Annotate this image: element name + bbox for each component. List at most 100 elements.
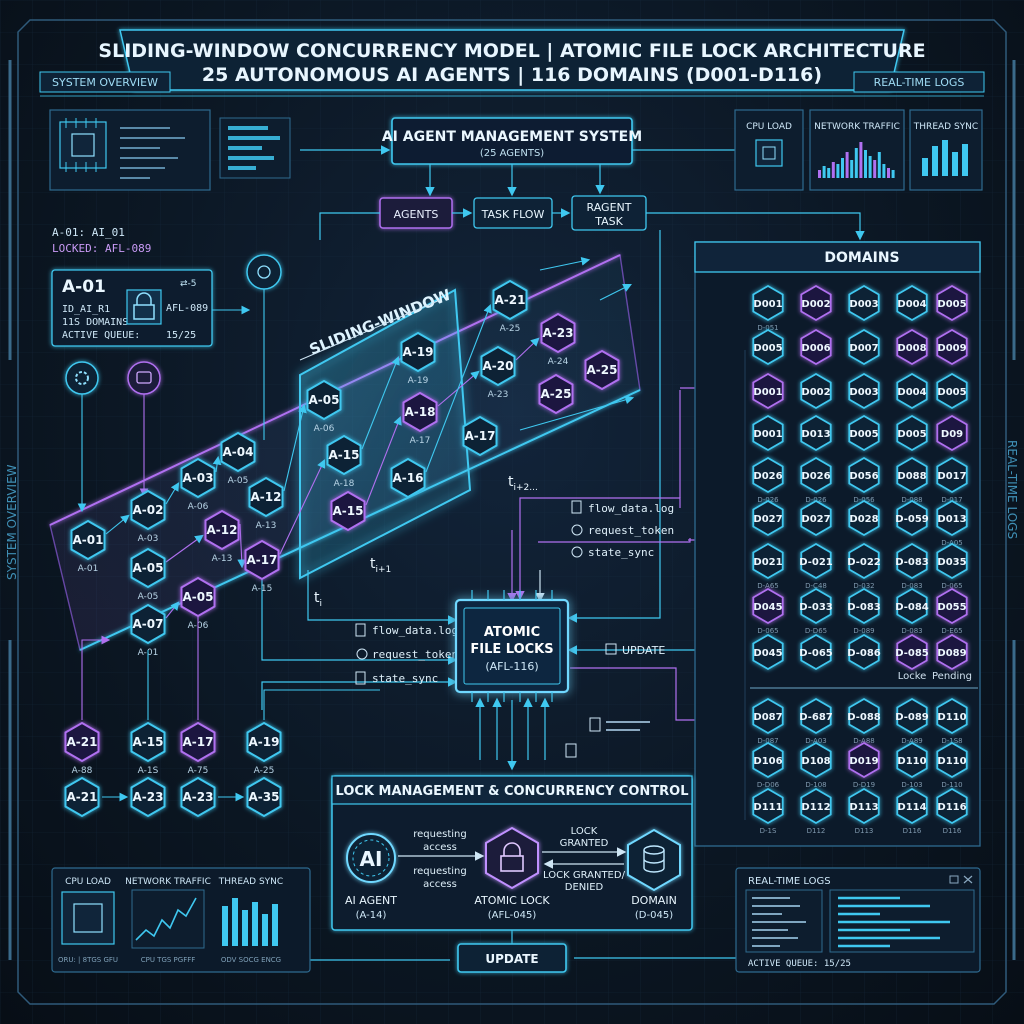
domain-label: D106 bbox=[753, 756, 782, 767]
cpu-chip-icon bbox=[62, 892, 114, 944]
domain-node[interactable]: D09 bbox=[937, 416, 966, 450]
domain-node[interactable]: D007 bbox=[849, 330, 878, 364]
agent-hex-label: A-07 bbox=[133, 617, 164, 631]
domain-node[interactable]: D003 bbox=[849, 286, 878, 320]
domain-sub: D116 bbox=[903, 827, 922, 835]
domain-label: D026 bbox=[801, 471, 830, 482]
bottom-agent-node[interactable]: A-35 bbox=[248, 778, 281, 816]
header-title: SLIDING-WINDOW CONCURRENCY MODEL | ATOMI… bbox=[98, 40, 925, 62]
domain-sub: D113 bbox=[855, 827, 874, 835]
domain-node[interactable]: D004 bbox=[897, 374, 926, 408]
management-title: AI AGENT MANAGEMENT SYSTEM bbox=[382, 129, 642, 145]
domain-node[interactable]: D027 bbox=[753, 501, 782, 535]
agent-hex-sub: A-1S bbox=[138, 766, 159, 776]
domain-label: D002 bbox=[801, 387, 830, 398]
agent-node[interactable]: A-15 bbox=[332, 492, 365, 530]
agent-hex-sub: A-75 bbox=[188, 766, 209, 776]
atomic-file-locks-core[interactable]: ATOMIC FILE LOCKS (AFL-116) bbox=[456, 590, 568, 702]
robot-icon bbox=[128, 362, 160, 394]
agent-node[interactable]: A-17 bbox=[464, 417, 497, 455]
bottom-agent-node[interactable]: A-23 bbox=[132, 778, 165, 816]
core-title-2: FILE LOCKS bbox=[470, 642, 553, 657]
network-bar bbox=[818, 170, 821, 178]
agent-hex-label: A-21 bbox=[495, 293, 526, 307]
domain-node[interactable]: D013 bbox=[801, 416, 830, 450]
domain-node[interactable]: D002 bbox=[801, 374, 830, 408]
agent-hex-label: A-03 bbox=[183, 471, 214, 485]
domain-node[interactable]: D002 bbox=[801, 286, 830, 320]
domain-node[interactable]: D028 bbox=[849, 501, 878, 535]
file-request-token-lower: request_token bbox=[372, 648, 458, 661]
agent-hex-sub: A-19 bbox=[408, 376, 429, 386]
network-node-icon bbox=[247, 255, 281, 289]
agent-card[interactable]: A-01 ID_AI_R1 11S DOMAINS ACTIVE QUEUE: … bbox=[52, 270, 212, 346]
domain-label: D001 bbox=[753, 429, 782, 440]
agent-hex-label: A-04 bbox=[223, 445, 254, 459]
agent-hex-label: A-17 bbox=[183, 735, 214, 749]
domain-label: D027 bbox=[753, 514, 782, 525]
agent-hex-sub: A-13 bbox=[256, 521, 277, 531]
domain-node[interactable]: D003 bbox=[849, 374, 878, 408]
agent-hex-label: A-25 bbox=[587, 363, 618, 377]
agent-node[interactable]: A-25 bbox=[586, 351, 619, 389]
bottom-agent-node[interactable]: A-23 bbox=[182, 778, 215, 816]
domain-node[interactable]: D006 bbox=[801, 330, 830, 364]
domain-sub: D-E65 bbox=[941, 627, 962, 635]
agent-hex-label: A-19 bbox=[403, 345, 434, 359]
logs-active-queue: ACTIVE QUEUE: 15/25 bbox=[748, 959, 851, 969]
agent-hex-sub: A-01 bbox=[78, 564, 99, 574]
agent-card-title: A-01 bbox=[62, 277, 106, 297]
domain-label: D-086 bbox=[847, 648, 881, 659]
ai-agent-glyph: AI bbox=[360, 847, 383, 871]
domain-node[interactable]: D001 bbox=[753, 416, 782, 450]
domain-node[interactable]: D001 bbox=[753, 374, 782, 408]
network-bar bbox=[823, 166, 826, 178]
domain-node[interactable]: D027 bbox=[801, 501, 830, 535]
domain-node[interactable]: D008 bbox=[897, 330, 926, 364]
domain-node[interactable]: D005 bbox=[849, 416, 878, 450]
header-subtitle: 25 AUTONOMOUS AI AGENTS | 116 DOMAINS (D… bbox=[202, 64, 822, 86]
domain-node[interactable]: D005 bbox=[937, 286, 966, 320]
agent-hex-label: A-17 bbox=[465, 429, 496, 443]
domain-label: D-687 bbox=[799, 712, 833, 723]
agent-node[interactable]: A-25 bbox=[540, 375, 573, 413]
domain-node[interactable]: D045 bbox=[753, 635, 782, 669]
domain-node[interactable]: D004 bbox=[897, 286, 926, 320]
bottom-cpu-label: CPU LOAD bbox=[65, 877, 111, 887]
domain-node[interactable]: D005 bbox=[937, 374, 966, 408]
agent-hex-sub: A-05 bbox=[228, 476, 249, 486]
bottom-agent-node[interactable]: A-21 bbox=[66, 778, 99, 816]
file-state-sync-lower: state_sync bbox=[372, 672, 438, 685]
agent-node[interactable]: A-16 bbox=[392, 459, 425, 497]
agent-hex-sub: A-25 bbox=[500, 324, 521, 334]
domain-node[interactable]: D009 bbox=[937, 330, 966, 364]
domain-node[interactable]: D005 bbox=[753, 330, 782, 364]
ragent-task-label-2: TASK bbox=[594, 215, 623, 228]
domain-node[interactable]: D005 bbox=[897, 416, 926, 450]
file-state-sync-upper: state_sync bbox=[588, 546, 654, 559]
agent-hex-label: A-05 bbox=[183, 590, 214, 604]
domain-label: D026 bbox=[753, 471, 782, 482]
agent-hex-label: A-16 bbox=[393, 471, 424, 485]
